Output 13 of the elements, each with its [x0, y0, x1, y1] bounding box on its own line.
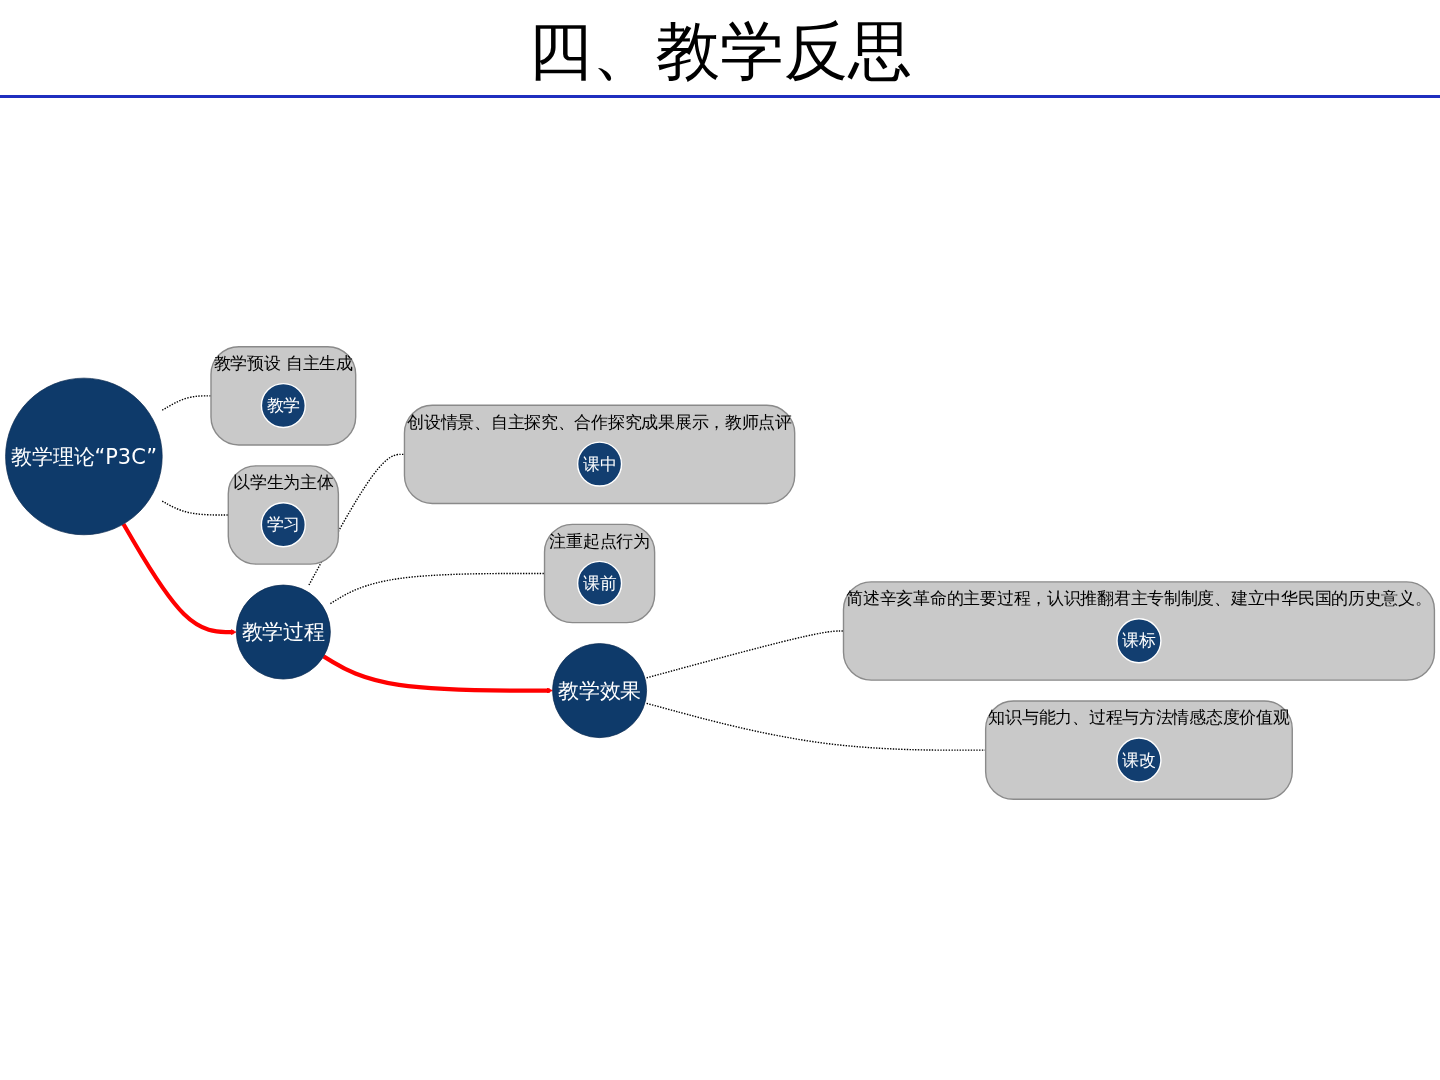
node-circle: 课改 — [1116, 737, 1162, 783]
arrow — [121, 523, 237, 636]
connector — [161, 500, 229, 516]
node-circle: 课前 — [576, 560, 623, 606]
title: 四、教学反思 — [527, 13, 913, 90]
node-circle: 课中 — [576, 441, 623, 487]
arrow — [322, 654, 553, 694]
node-circle: 教学效果 — [552, 643, 647, 738]
node-circle: 学习 — [260, 502, 306, 548]
node-circle: 教学理论“P3C” — [5, 377, 163, 536]
node-circle: 教学过程 — [235, 584, 331, 680]
node-circle: 教学 — [260, 382, 306, 429]
node-circle: 课标 — [1116, 618, 1162, 664]
